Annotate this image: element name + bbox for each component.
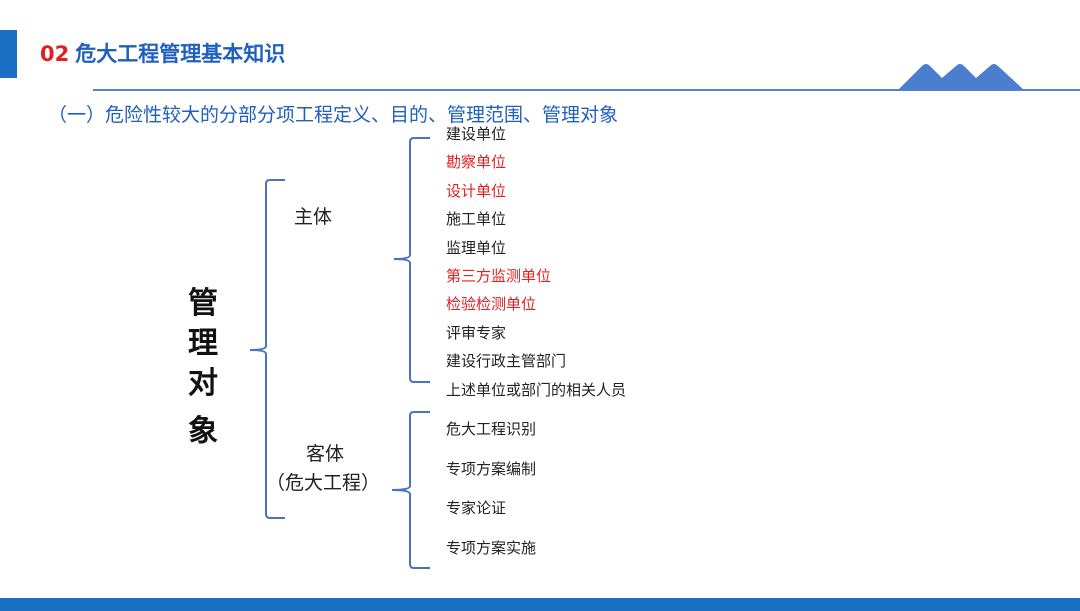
subject-item: 评审专家 [446, 323, 507, 342]
object-item: 专家论证 [446, 499, 507, 517]
object-item: 专项方案实施 [446, 538, 537, 557]
subject-item: 上述单位或部门的相关人员 [446, 380, 627, 399]
header-divider [93, 89, 1080, 91]
object-label-line1: 客体 [306, 443, 345, 465]
subject-item: 监理单位 [446, 238, 507, 257]
subject-item: 勘察单位 [446, 153, 507, 172]
subject-item: 检验检测单位 [446, 295, 537, 314]
mountains-decoration-icon [898, 64, 1024, 90]
footer-bar [0, 598, 1080, 611]
object-item: 危大工程识别 [446, 420, 537, 438]
section-title: 危大工程管理基本知识 [75, 42, 286, 66]
section-number: 02 [40, 42, 70, 66]
subject-label: 主体 [294, 206, 333, 228]
subject-item: 设计单位 [446, 181, 507, 200]
subject-item: 建设行政主管部门 [446, 352, 567, 371]
root-char-4: 象 [188, 414, 218, 449]
object-label-line2: （危大工程） [266, 472, 381, 494]
subtitle: （一）危险性较大的分部分项工程定义、目的、管理范围、管理对象 [48, 104, 619, 126]
subject-item: 施工单位 [446, 210, 507, 229]
subject-item: 第三方监测单位 [446, 267, 552, 285]
subject-brace [393, 137, 430, 383]
root-char-3: 对 [188, 366, 218, 401]
root-brace [249, 179, 285, 519]
object-item: 专项方案编制 [446, 459, 537, 478]
subject-item: 建设单位 [446, 125, 507, 143]
header-accent-bar [0, 30, 17, 78]
root-char-2: 理 [188, 326, 218, 361]
root-char-1: 管 [188, 286, 218, 321]
object-brace [391, 411, 430, 569]
